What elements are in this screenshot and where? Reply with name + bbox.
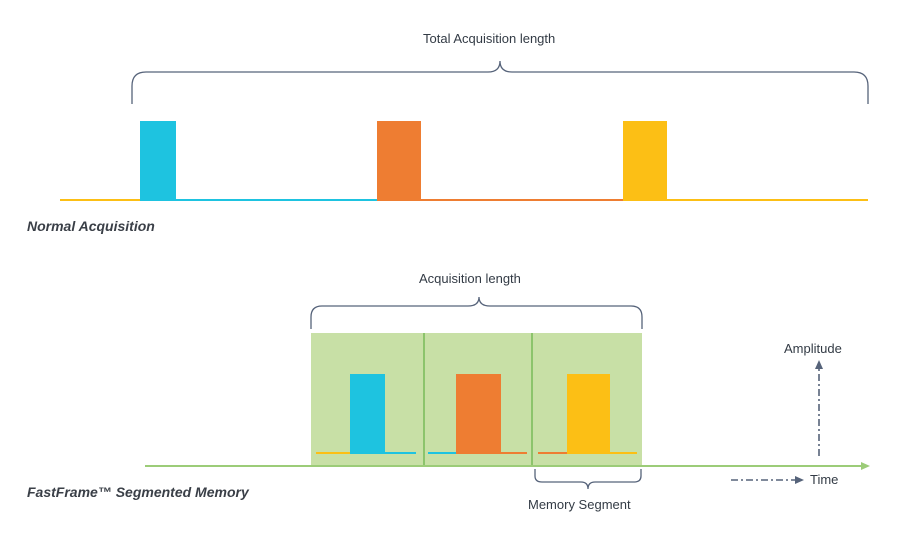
fastframe-title: FastFrame™ Segmented Memory bbox=[27, 484, 249, 500]
normal-pulse-cyan bbox=[140, 121, 176, 200]
total-acquisition-bracket bbox=[131, 60, 869, 104]
normal-pulse-yellow bbox=[623, 121, 667, 200]
total-acquisition-length-label: Total Acquisition length bbox=[423, 31, 556, 46]
segment-2-pulse-orange bbox=[456, 374, 501, 453]
memory-segment-label: Memory Segment bbox=[528, 497, 631, 512]
acquisition-length-label: Acquisition length bbox=[419, 271, 521, 286]
segment-3-pulse-yellow bbox=[567, 374, 610, 453]
segment-1-pulse-cyan bbox=[350, 374, 385, 453]
memory-segment-bracket bbox=[534, 469, 642, 490]
time-axis-arrowhead bbox=[861, 462, 870, 470]
normal-acquisition-title: Normal Acquisition bbox=[27, 218, 155, 234]
normal-pulse-orange bbox=[377, 121, 421, 200]
acquisition-length-bracket bbox=[310, 296, 643, 329]
time-arrowhead bbox=[795, 476, 804, 484]
time-label: Time bbox=[810, 472, 839, 487]
amplitude-arrowhead bbox=[815, 360, 823, 369]
amplitude-label: Amplitude bbox=[784, 341, 842, 356]
